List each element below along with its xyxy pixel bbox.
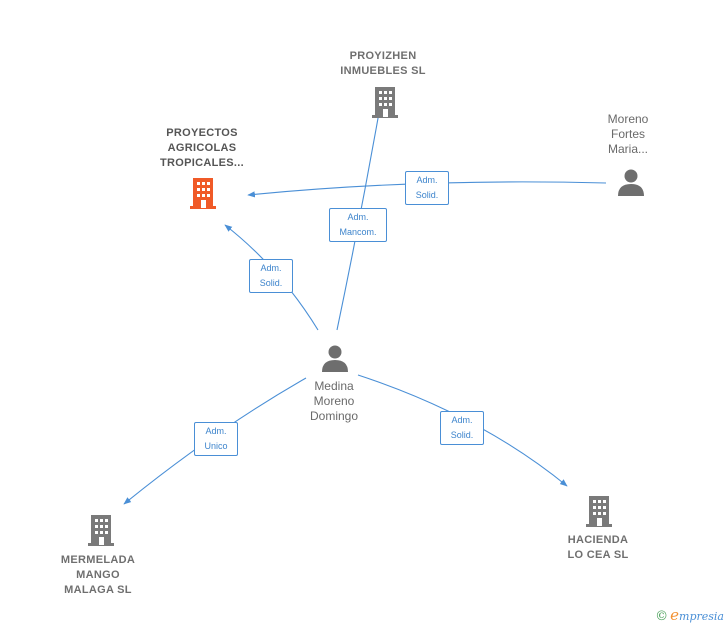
copyright-symbol: ©	[655, 609, 669, 624]
label-line: Moreno	[313, 394, 355, 408]
person-icon[interactable]	[616, 167, 646, 197]
label-line: AGRICOLAS	[167, 142, 237, 154]
brand-logo-initial: e	[670, 606, 680, 624]
label-line: Medina	[314, 379, 354, 393]
building-icon-highlighted[interactable]	[188, 176, 218, 210]
person-label-moreno[interactable]: Moreno Fortes Maria...	[588, 112, 668, 157]
label-line: MANGO	[76, 569, 120, 581]
building-icon[interactable]	[584, 494, 614, 528]
label-line: MALAGA SL	[64, 584, 132, 596]
edge-label-medina-proyectos[interactable]: Adm. Solid.	[249, 259, 293, 293]
building-icon[interactable]	[370, 85, 400, 119]
company-label-hacienda[interactable]: HACIENDA LO CEA SL	[538, 533, 658, 563]
label-line: MERMELADA	[60, 554, 136, 566]
edge-label-medina-hacienda[interactable]: Adm. Solid.	[440, 411, 484, 445]
edge-label-line: Solid.	[259, 278, 283, 288]
company-label-proyizhen[interactable]: PROYIZHEN INMUEBLES SL	[318, 49, 448, 79]
edge-label-medina-mermelada[interactable]: Adm. Unico	[194, 422, 238, 456]
edge-label-line: Solid.	[415, 190, 439, 200]
brand-footer[interactable]: ©empresia	[655, 606, 724, 624]
edge-label-line: Mancom.	[339, 227, 377, 237]
label-line: TROPICALES...	[160, 157, 244, 169]
company-label-mermelada[interactable]: MERMELADA MANGO MALAGA SL	[38, 553, 158, 598]
edge-label-line: Adm.	[260, 263, 282, 273]
edge-label-moreno-proyectos[interactable]: Adm. Solid.	[405, 171, 449, 205]
label-line: INMUEBLES SL	[340, 65, 426, 77]
edge-label-line: Adm.	[416, 175, 438, 185]
building-icon[interactable]	[86, 513, 116, 547]
label-line: Fortes	[610, 127, 645, 141]
label-line: Moreno	[607, 112, 649, 126]
edge-label-line: Solid.	[450, 430, 474, 440]
edge-label-medina-proyizhen[interactable]: Adm. Mancom.	[329, 208, 387, 242]
person-icon[interactable]	[320, 343, 350, 373]
person-label-medina[interactable]: Medina Moreno Domingo	[292, 379, 376, 424]
label-line: Maria...	[607, 142, 648, 156]
edge-label-line: Unico	[204, 441, 228, 451]
edge-label-line: Adm.	[205, 426, 227, 436]
label-line: HACIENDA	[567, 534, 629, 546]
edge-label-line: Adm.	[451, 415, 473, 425]
label-line: Domingo	[309, 409, 359, 423]
company-label-proyectos[interactable]: PROYECTOS AGRICOLAS TROPICALES...	[138, 126, 266, 171]
brand-logo-text: mpresia	[679, 610, 724, 623]
label-line: PROYIZHEN	[349, 50, 417, 62]
edge-label-line: Adm.	[347, 212, 369, 222]
label-line: PROYECTOS	[166, 127, 238, 139]
label-line: LO CEA SL	[567, 549, 629, 561]
